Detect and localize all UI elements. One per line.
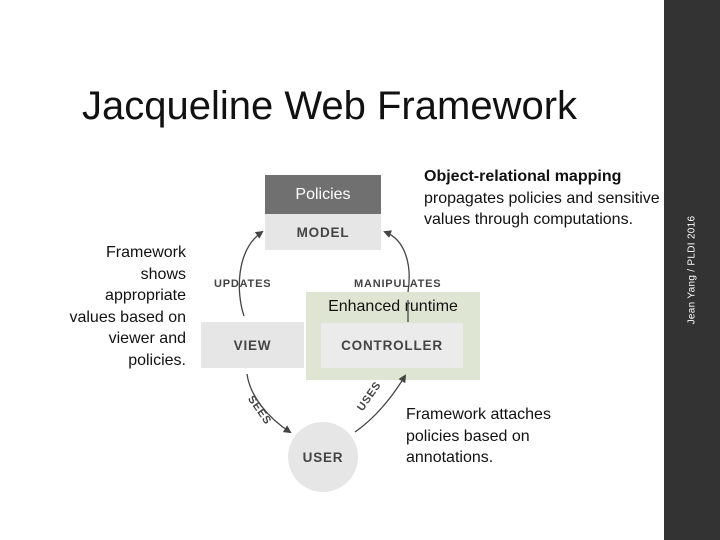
updates-label: UPDATES <box>214 278 272 290</box>
uses-label: USES <box>355 379 384 414</box>
orm-callout: Object-relational mapping propagates pol… <box>424 166 660 231</box>
sees-label: SEES <box>245 393 274 428</box>
enhanced-runtime-label: Enhanced runtime <box>328 298 458 315</box>
user-node: USER <box>288 422 358 492</box>
view-node: VIEW <box>201 322 304 368</box>
orm-body: propagates policies and sensitive values… <box>424 189 660 229</box>
framework-shows-callout: Framework shows appropriate values based… <box>69 244 186 369</box>
controller-node: CONTROLLER <box>321 323 463 368</box>
manipulates-label: MANIPULATES <box>354 278 442 290</box>
sidebar-bar <box>664 0 720 540</box>
policies-box: Policies <box>265 175 381 214</box>
footer-credit: Jean Yang / PLDI 2016 <box>686 215 698 325</box>
orm-heading: Object-relational mapping <box>424 168 622 185</box>
model-node: MODEL <box>265 214 381 250</box>
framework-attaches-callout: Framework attaches policies based on ann… <box>406 406 551 466</box>
updates-arrow <box>238 230 264 317</box>
slide-title: Jacqueline Web Framework <box>82 84 578 128</box>
